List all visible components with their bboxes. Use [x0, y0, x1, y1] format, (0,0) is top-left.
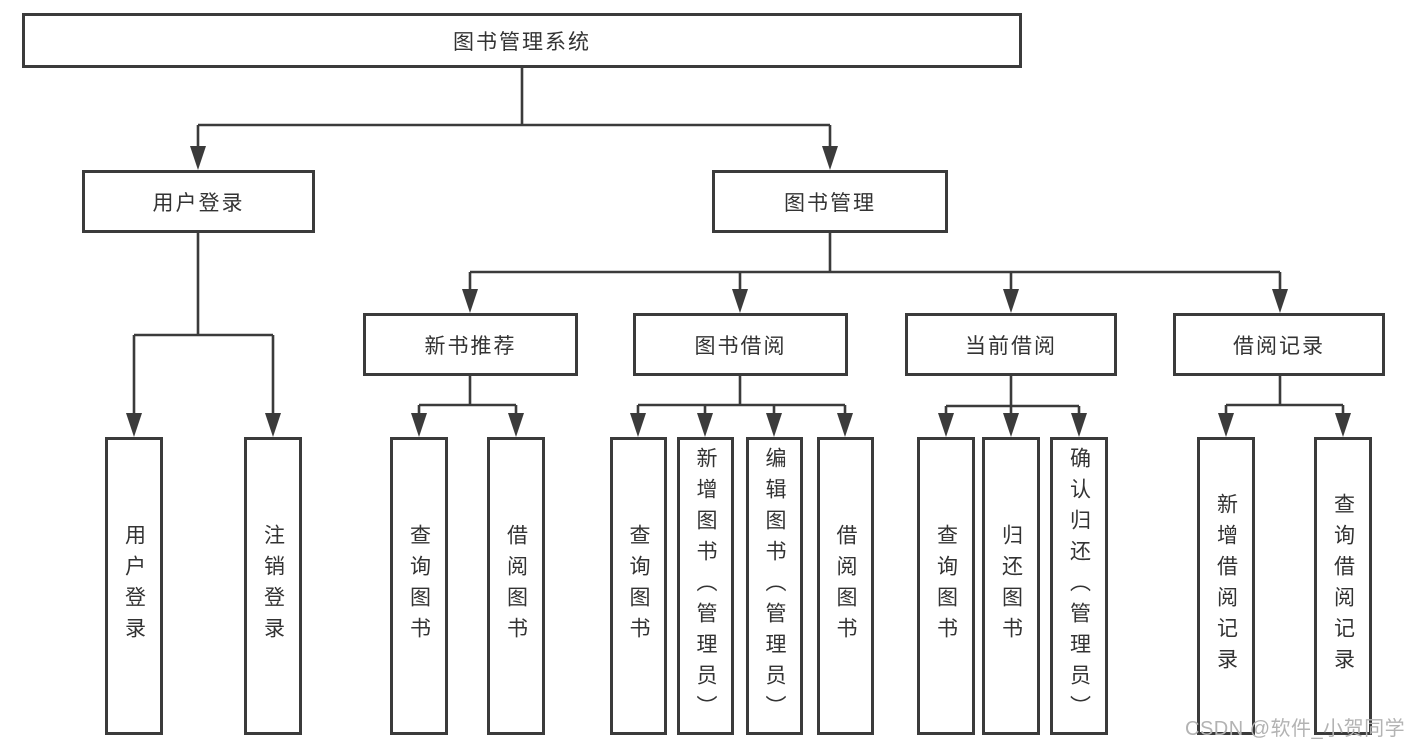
leaf-bb-query-books-label: 查询图书 — [627, 524, 650, 648]
leaf-br-add-record-label: 新增借阅记录 — [1214, 493, 1238, 679]
leaf-cb-query-books: 查询图书 — [917, 437, 975, 735]
leaf-rec-query-books-label: 查询图书 — [407, 524, 431, 648]
leaf-bb-query-books: 查询图书 — [610, 437, 667, 735]
leaf-rec-borrow-books-label: 借阅图书 — [504, 524, 528, 648]
node-book-management: 图书管理 — [712, 170, 948, 233]
node-current-borrow: 当前借阅 — [905, 313, 1117, 376]
leaf-bb-borrow-books: 借阅图书 — [817, 437, 874, 735]
node-borrow-records-label: 借阅记录 — [1233, 334, 1325, 358]
leaf-cb-return-books: 归还图书 — [982, 437, 1040, 735]
leaf-br-add-record: 新增借阅记录 — [1197, 437, 1255, 735]
node-new-book-recommend-label: 新书推荐 — [424, 334, 517, 358]
leaf-bb-edit-books: 编辑图书（管理员） — [746, 437, 803, 735]
node-current-borrow-label: 当前借阅 — [965, 334, 1057, 358]
leaf-user-login-label: 用户登录 — [122, 524, 146, 648]
arrowheads — [126, 146, 1351, 437]
node-new-book-recommend: 新书推荐 — [363, 313, 578, 376]
leaf-bb-add-books-label: 新增图书（管理员） — [694, 446, 717, 726]
leaf-br-query-record-label: 查询借阅记录 — [1331, 493, 1355, 679]
node-book-borrow: 图书借阅 — [633, 313, 848, 376]
leaf-bb-borrow-books-label: 借阅图书 — [834, 524, 857, 648]
leaf-bb-add-books: 新增图书（管理员） — [677, 437, 734, 735]
leaf-rec-borrow-books: 借阅图书 — [487, 437, 545, 735]
node-book-borrow-label: 图书借阅 — [694, 334, 787, 358]
leaf-cb-query-books-label: 查询图书 — [934, 524, 958, 648]
csdn-watermark: CSDN @软件_小贺同学 — [1185, 718, 1405, 740]
leaf-bb-edit-books-label: 编辑图书（管理员） — [763, 446, 786, 726]
node-borrow-records: 借阅记录 — [1173, 313, 1385, 376]
leaf-user-login: 用户登录 — [105, 437, 163, 735]
leaf-logout-label: 注销登录 — [261, 524, 285, 648]
leaf-cb-return-books-label: 归还图书 — [999, 524, 1023, 648]
leaf-cb-confirm-return: 确认归还（管理员） — [1050, 437, 1108, 735]
node-root-label: 图书管理系统 — [453, 30, 591, 54]
node-user-login-label: 用户登录 — [152, 191, 245, 215]
node-book-management-label: 图书管理 — [784, 191, 876, 215]
node-root: 图书管理系统 — [22, 13, 1022, 68]
leaf-rec-query-books: 查询图书 — [390, 437, 448, 735]
leaf-logout: 注销登录 — [244, 437, 302, 735]
leaf-cb-confirm-return-label: 确认归还（管理员） — [1067, 446, 1091, 726]
leaf-br-query-record: 查询借阅记录 — [1314, 437, 1372, 735]
node-user-login: 用户登录 — [82, 170, 315, 233]
